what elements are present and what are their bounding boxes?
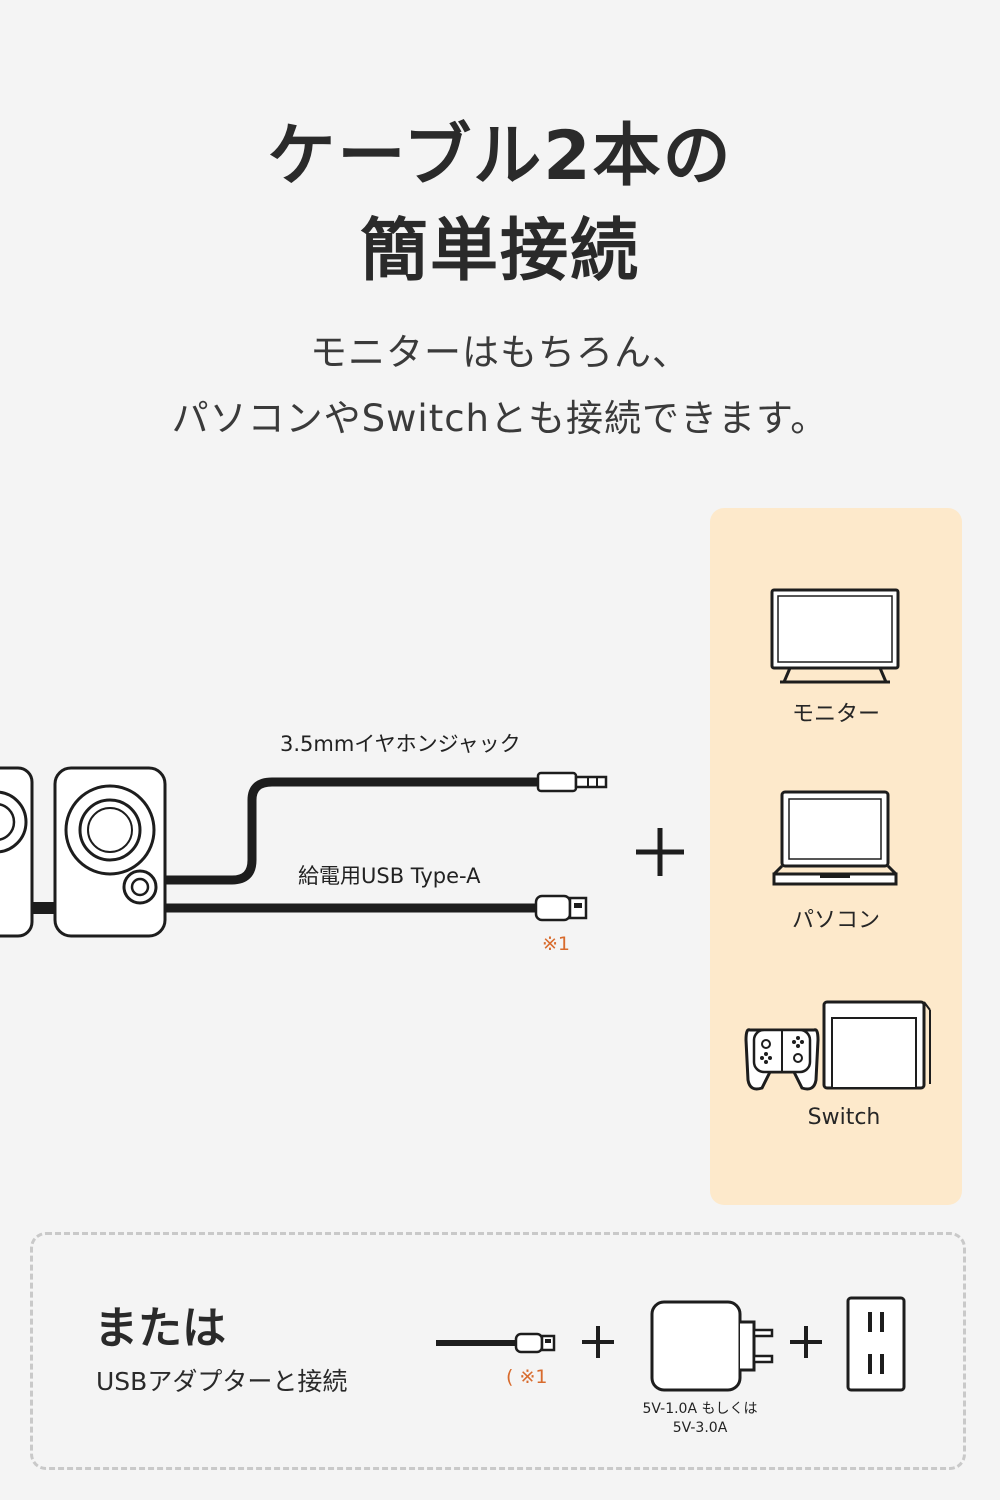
usb-note: ※1 [542, 933, 571, 955]
left-speaker-icon [0, 766, 34, 938]
adapter-spec-line2: 5V-3.0A [672, 1420, 728, 1436]
usb-cable-icon [436, 1332, 556, 1354]
subtitle-line2: パソコンやSwitchとも接続できます。 [171, 397, 829, 440]
audio-cable-label: 3.5mmイヤホンジャック [280, 732, 521, 756]
usb-plug-icon [534, 894, 588, 922]
alternative-box [30, 1232, 966, 1470]
wall-outlet-icon [846, 1296, 906, 1392]
alternative-cable-note: ( ※1 [506, 1366, 548, 1388]
audio-cable [165, 777, 540, 885]
alternative-subtitle: USBアダプターと接続 [96, 1367, 348, 1396]
subtitle-line1: モニターはもちろん、 [310, 331, 690, 374]
device-label-monitor: モニター [791, 702, 880, 727]
page-title-line1: ケーブル2本の [267, 117, 733, 196]
audio-jack-plug-icon [536, 771, 608, 793]
right-speaker-icon [53, 766, 167, 938]
usb-adapter-icon [650, 1300, 774, 1392]
alternative-title: または [94, 1303, 226, 1354]
device-label-switch: Switch [807, 1105, 881, 1130]
page-title-line2: 簡単接続 [359, 212, 640, 291]
plus-icon-small-2 [790, 1326, 822, 1358]
device-label-laptop: パソコン [791, 908, 880, 933]
plus-icon-small-1 [582, 1326, 614, 1358]
plus-icon [636, 828, 684, 876]
monitor-icon [770, 588, 900, 684]
game-console-icon [744, 1000, 931, 1091]
speaker-illustration [0, 766, 608, 938]
usb-cable-label: 給電用USB Type-A [298, 864, 481, 888]
adapter-spec-line1: 5V-1.0A もしくは [642, 1401, 758, 1417]
laptop-icon [772, 790, 898, 886]
